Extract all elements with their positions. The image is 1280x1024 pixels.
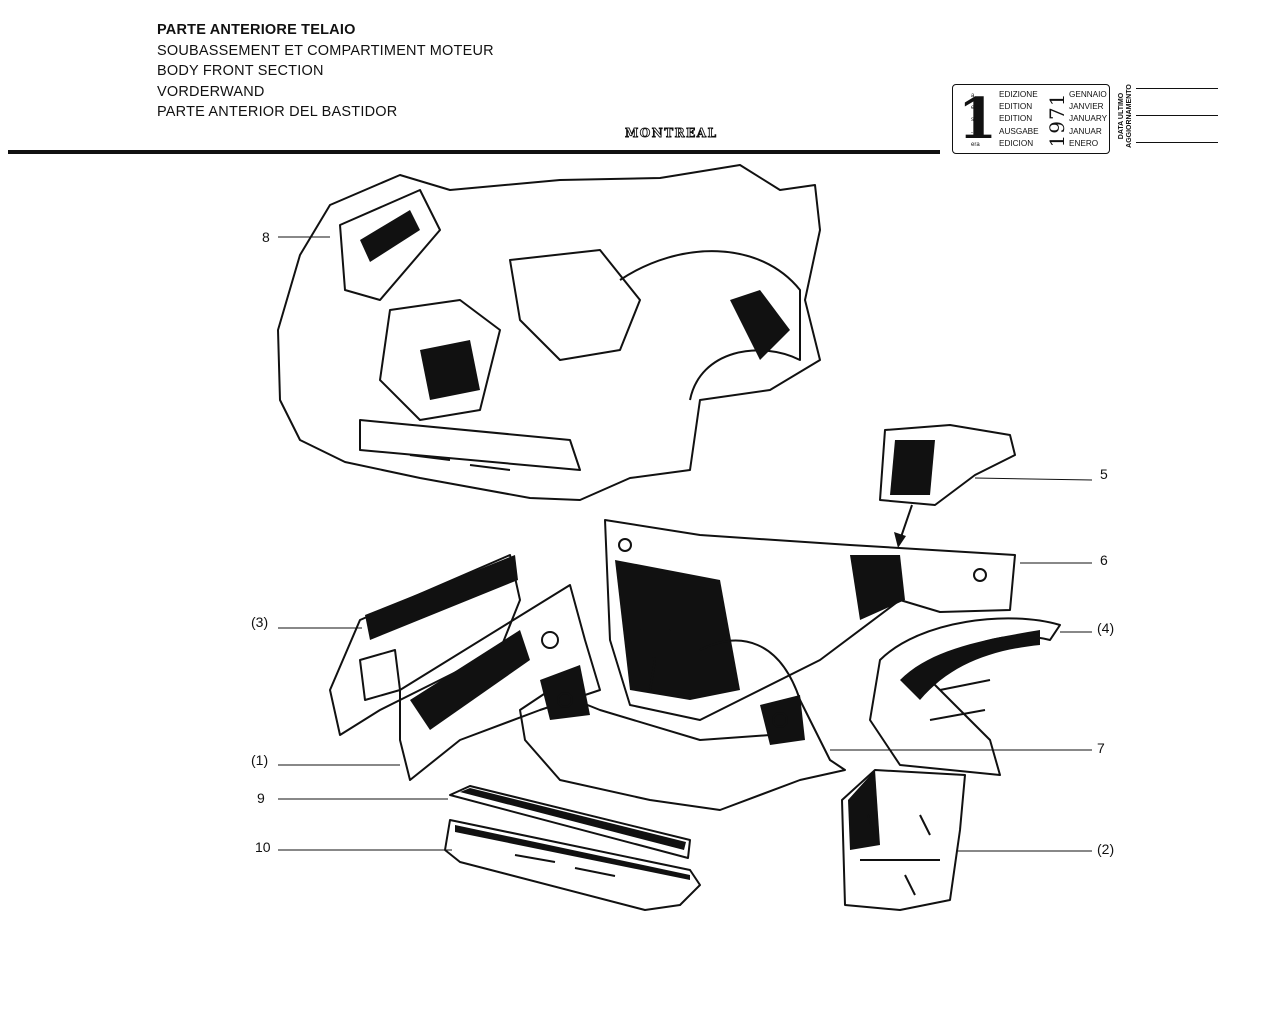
callout-2: (2) [1097, 841, 1115, 857]
callout-7: 7 [1097, 740, 1105, 756]
edition-word: EDITION [999, 102, 1033, 112]
title-italian: PARTE ANTERIORE TELAIO [157, 22, 356, 38]
callout-10: 10 [255, 839, 271, 855]
part-8-assembly [277, 164, 821, 501]
edition-number: 1 [958, 86, 997, 152]
edition-month: GENNAIO [1069, 90, 1107, 99]
edition-word: EDICION [999, 138, 1034, 148]
edition-month: ENERO [1069, 138, 1099, 148]
edition-suffix: era [971, 141, 980, 148]
title-block: PARTE ANTERIORE TELAIO SOUBASSEMENT ET C… [157, 20, 494, 123]
leader-lines [278, 236, 1093, 852]
edition-suffix: a [971, 93, 975, 99]
callout-8: 8 [262, 229, 270, 245]
edition-month: JANUAR [1069, 126, 1102, 136]
edition-suffix: st [971, 117, 976, 124]
edition-month: JANVIER [1069, 102, 1104, 112]
callout-9: 9 [257, 790, 265, 806]
part-7-crossmember [519, 665, 846, 811]
part-10-crossmember [444, 819, 701, 911]
title-german: VORDERWAND [157, 83, 265, 100]
callout-3: (3) [251, 614, 269, 630]
edition-suffix: - [971, 129, 973, 136]
edition-box: 1 a ere st - era EDIZIONE EDITION EDITIO… [952, 84, 1110, 154]
callout-5: 5 [1100, 466, 1108, 482]
edition-suffix: ere [971, 105, 980, 112]
part-6-bulkhead [604, 519, 1016, 721]
update-line [1136, 142, 1218, 143]
edition-words: EDIZIONE EDITION EDITION AUSGABE EDICION [999, 89, 1039, 150]
part-1-panel [399, 584, 601, 781]
edition-word: EDIZIONE [999, 90, 1038, 99]
title-spanish: PARTE ANTERIOR DEL BASTIDOR [157, 104, 398, 120]
callout-4: (4) [1097, 620, 1115, 636]
edition-month: JANUARY [1069, 114, 1108, 124]
edition-word: AUSGABE [999, 126, 1039, 136]
part-9-strip [449, 785, 691, 859]
callout-1: (1) [251, 752, 269, 768]
part-5-bracket [879, 424, 1016, 548]
title-french: SOUBASSEMENT ET COMPARTIMENT MOTEUR [157, 42, 494, 59]
update-date-lines [1136, 88, 1218, 169]
part-4-wheel-arch [869, 617, 1061, 776]
edition-months: GENNAIO JANVIER JANUARY JANUAR ENERO [1069, 89, 1107, 150]
brand-logo: MONTREAL [625, 126, 718, 141]
header-rule [8, 150, 940, 154]
edition-suffixes: a ere st - era [971, 90, 980, 151]
update-line [1136, 88, 1218, 89]
part-2-panel [841, 769, 966, 911]
title-english: BODY FRONT SECTION [157, 63, 324, 79]
update-line [1136, 115, 1218, 116]
edition-word: EDITION [999, 114, 1033, 124]
callout-6: 6 [1100, 552, 1108, 568]
